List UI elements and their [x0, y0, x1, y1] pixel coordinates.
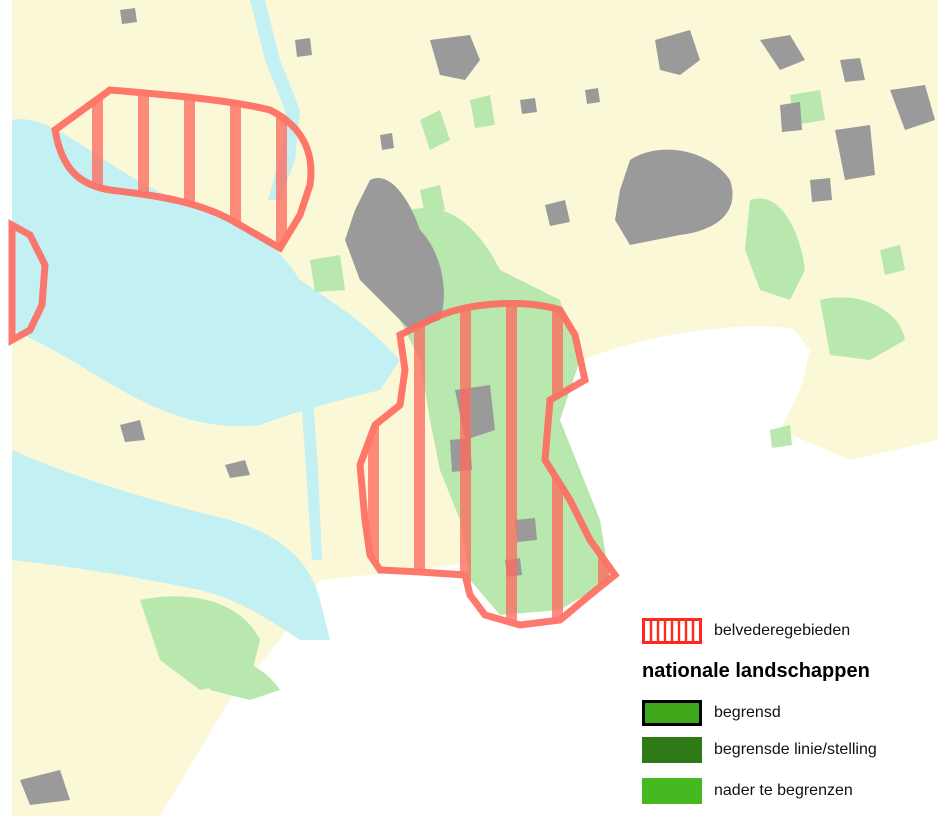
legend-label: nader te begrenzen — [714, 782, 853, 799]
water-channel — [300, 380, 322, 560]
legend-item-begrensde-linie: begrensde linie/stelling — [642, 737, 877, 763]
legend-item-belvederegebieden: belvederegebieden — [642, 618, 850, 644]
belvedere-area-northwest — [51, 86, 315, 253]
legend-item-begrensd: begrensd — [642, 700, 781, 726]
legend-label: begrensde linie/stelling — [714, 741, 877, 758]
belvedere-area-central — [356, 299, 620, 629]
solid-swatch-icon — [642, 700, 702, 726]
legend-label: belvederegebieden — [714, 622, 851, 639]
legend-item-nader-te-begrenzen: nader te begrenzen — [642, 778, 853, 804]
solid-swatch-icon — [642, 737, 702, 763]
legend-label: begrensd — [714, 704, 781, 721]
legend-heading: nationale landschappen — [642, 660, 870, 682]
water-body — [12, 450, 330, 640]
water-body — [12, 119, 400, 427]
solid-swatch-icon — [642, 778, 702, 804]
hatched-swatch-icon — [642, 618, 702, 644]
belvedere-area-west — [8, 219, 49, 346]
